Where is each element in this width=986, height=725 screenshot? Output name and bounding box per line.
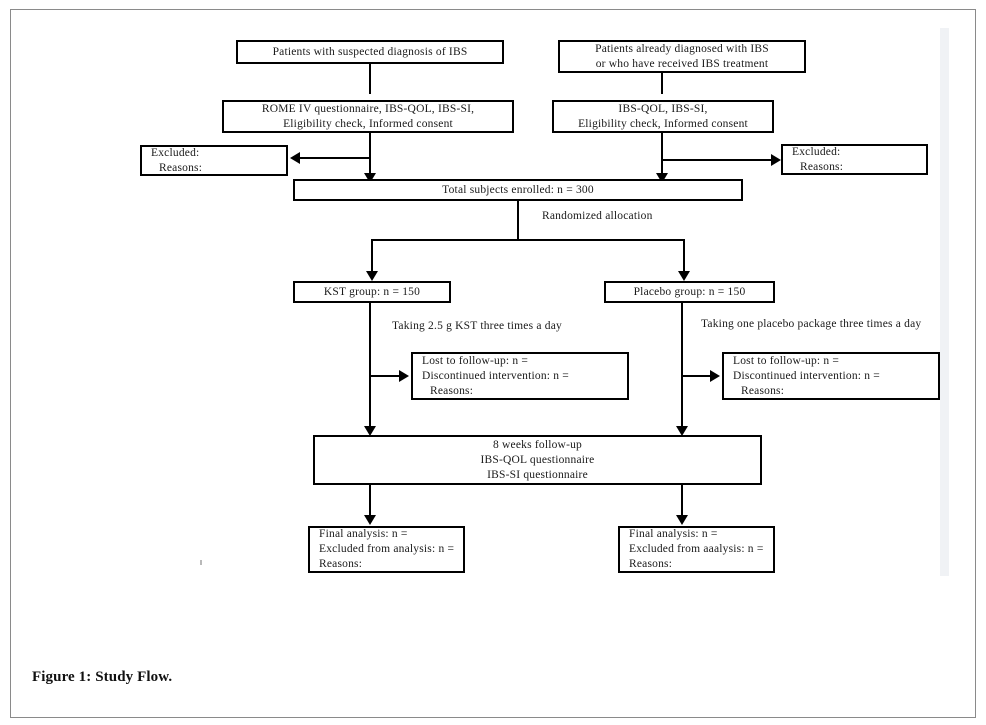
arrow-followup-to-final-right-icon	[676, 515, 688, 525]
arrow-screening-left-to-enrolled-icon	[364, 173, 376, 183]
node-excluded-left-line-1: Reasons:	[159, 161, 203, 174]
node-excluded-right-line-0: Excluded:	[792, 145, 841, 158]
node-screening-right: IBS-QOL, IBS-SI, Eligibility check, Info…	[552, 100, 774, 133]
node-final-analysis-left: Final analysis: n = Excluded from analys…	[308, 526, 465, 573]
node-excluded-right: Excluded: Reasons:	[781, 144, 928, 175]
node-screening-left-line-0: ROME IV questionnaire, IBS-QOL, IBS-SI,	[261, 102, 475, 115]
node-followup: 8 weeks follow-up IBS-QOL questionnaire …	[313, 435, 762, 485]
node-screening-right-line-1: Eligibility check, Informed consent	[578, 117, 748, 130]
node-followup-line-0: 8 weeks follow-up	[493, 438, 582, 451]
node-excluded-right-line-1: Reasons:	[800, 160, 844, 173]
scan-speck	[200, 560, 202, 565]
connector-followup-to-final-right	[681, 485, 683, 517]
connector-kst-to-lost	[371, 375, 401, 377]
connector-placebo-to-lost	[683, 375, 712, 377]
node-lost-followup-right-line-1: Discontinued intervention: n =	[733, 369, 880, 382]
node-final-analysis-left-line-2: Reasons:	[319, 558, 363, 570]
node-placebo-group: Placebo group: n = 150	[604, 281, 775, 303]
arrow-to-excluded-left-icon	[290, 152, 300, 164]
connector-enrolled-to-split	[517, 201, 519, 240]
connector-to-excluded-left	[300, 157, 371, 159]
node-screening-left: ROME IV questionnaire, IBS-QOL, IBS-SI, …	[222, 100, 514, 133]
arrow-followup-to-final-left-icon	[364, 515, 376, 525]
node-suspected-patients-line-0: Patients with suspected diagnosis of IBS	[272, 45, 468, 58]
node-lost-followup-right: Lost to follow-up: n = Discontinued inte…	[722, 352, 940, 400]
connector-screening-left-stem	[369, 133, 371, 175]
node-final-analysis-right-line-0: Final analysis: n =	[629, 528, 718, 540]
node-already-diagnosed: Patients already diagnosed with IBS or w…	[558, 40, 806, 73]
node-followup-line-1: IBS-QOL questionnaire	[480, 453, 595, 466]
figure-caption: Figure 1: Study Flow.	[32, 669, 173, 685]
node-final-analysis-left-line-1: Excluded from analysis: n =	[319, 543, 455, 555]
connector-randomization-split-bar	[371, 239, 685, 241]
node-final-analysis-right-line-1: Excluded from aaalysis: n =	[629, 543, 764, 555]
arrow-kst-to-followup-icon	[364, 426, 376, 436]
node-total-enrolled: Total subjects enrolled: n = 300	[293, 179, 743, 201]
node-total-enrolled-line-0: Total subjects enrolled: n = 300	[442, 183, 594, 196]
arrow-kst-to-lost-icon	[399, 370, 409, 382]
connector-to-excluded-right	[663, 159, 773, 161]
node-final-analysis-left-line-0: Final analysis: n =	[319, 528, 408, 540]
annotation-randomized-allocation: Randomized allocation	[542, 210, 653, 222]
annotation-kst-dosing: Taking 2.5 g KST three times a day	[392, 320, 562, 332]
arrow-screening-right-to-enrolled-icon	[656, 173, 668, 183]
connector-split-to-kst	[371, 239, 373, 273]
scan-artifact-band	[940, 28, 949, 576]
node-screening-left-line-1: Eligibility check, Informed consent	[283, 117, 453, 130]
arrow-split-to-kst-icon	[366, 271, 378, 281]
node-lost-followup-left: Lost to follow-up: n = Discontinued inte…	[411, 352, 629, 400]
node-placebo-group-line-0: Placebo group: n = 150	[633, 285, 746, 298]
arrow-to-excluded-right-icon	[771, 154, 781, 166]
annotation-placebo-dosing: Taking one placebo package three times a…	[701, 318, 922, 330]
connector-kst-stem	[369, 303, 371, 428]
node-screening-right-line-0: IBS-QOL, IBS-SI,	[618, 102, 708, 115]
node-excluded-left: Excluded: Reasons:	[140, 145, 288, 176]
node-lost-followup-right-line-0: Lost to follow-up: n =	[733, 354, 840, 367]
arrow-placebo-to-followup-icon	[676, 426, 688, 436]
connector-diagnosed-to-screening	[661, 73, 663, 94]
node-final-analysis-right-line-2: Reasons:	[629, 558, 673, 570]
node-final-analysis-right: Final analysis: n = Excluded from aaalys…	[618, 526, 775, 573]
node-kst-group: KST group: n = 150	[293, 281, 451, 303]
node-suspected-patients: Patients with suspected diagnosis of IBS	[236, 40, 504, 64]
arrow-placebo-to-lost-icon	[710, 370, 720, 382]
connector-suspected-to-screening	[369, 64, 371, 94]
node-already-diagnosed-line-1: or who have received IBS treatment	[595, 57, 769, 70]
arrow-split-to-placebo-icon	[678, 271, 690, 281]
connector-split-to-placebo	[683, 239, 685, 273]
connector-screening-right-stem	[661, 133, 663, 175]
node-lost-followup-left-line-2: Reasons:	[430, 384, 474, 397]
connector-placebo-stem	[681, 303, 683, 428]
node-excluded-left-line-0: Excluded:	[151, 146, 200, 159]
node-already-diagnosed-line-0: Patients already diagnosed with IBS	[595, 42, 769, 55]
node-lost-followup-right-line-2: Reasons:	[741, 384, 785, 397]
node-followup-line-2: IBS-SI questionnaire	[487, 468, 588, 481]
node-lost-followup-left-line-0: Lost to follow-up: n =	[422, 354, 529, 367]
connector-followup-to-final-left	[369, 485, 371, 517]
node-kst-group-line-0: KST group: n = 150	[323, 285, 421, 298]
node-lost-followup-left-line-1: Discontinued intervention: n =	[422, 369, 569, 382]
